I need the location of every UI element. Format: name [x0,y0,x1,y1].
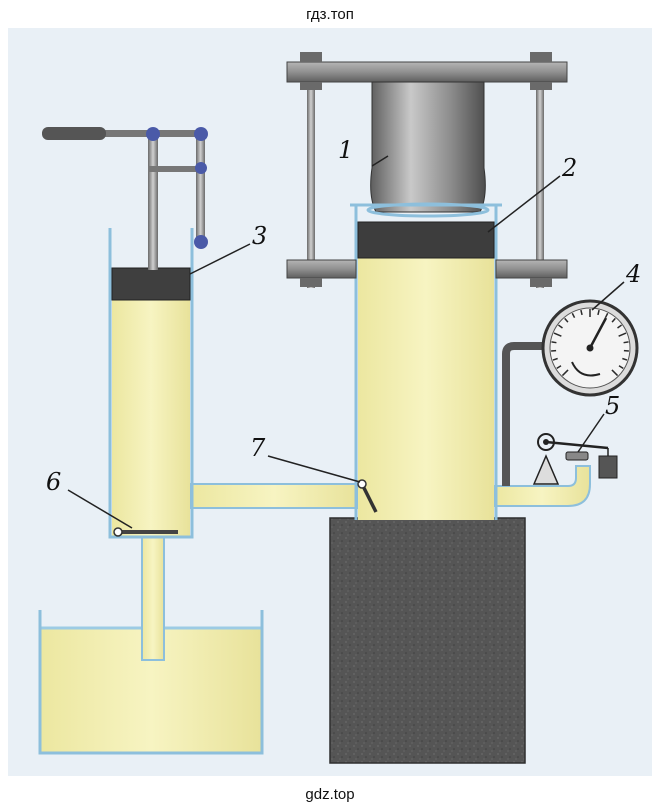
leader-6 [67,489,133,529]
press-cylinder [354,205,498,520]
gauge-tick [611,317,616,323]
outlet-valve [357,479,378,513]
leader-7 [267,455,361,483]
gauge-tick [617,324,622,329]
gauge-tick [580,309,583,316]
gauge-tick [551,341,557,344]
valve-pipe [493,465,591,507]
lower-plate [286,259,357,279]
gauge-tick [552,357,558,361]
gauge-tick [561,369,569,377]
connecting-pipe [189,483,359,509]
nut [300,52,322,62]
gauge-needle [588,317,608,349]
lever-joint [146,127,160,141]
pressed-body [370,81,486,213]
valve-weight [598,455,618,479]
platform-piston [357,221,495,259]
label-5: 5 [605,392,620,420]
label-7: 7 [250,434,266,462]
pump-piston [111,267,191,301]
gauge-tick [611,369,619,377]
lever-joint [194,235,208,249]
leader-3 [189,243,251,275]
lever-joint [194,127,208,141]
gauge-tick [558,324,563,329]
gauge-tick [604,312,609,319]
gauge-tick [556,365,562,370]
pedestal [329,517,526,764]
watermark-bottom: gdz.top [305,786,355,803]
gauge-tick [622,357,628,361]
gauge-tick [564,317,569,323]
pump-cylinder [108,228,194,539]
frame-rod [536,62,544,288]
suction-pipe [141,535,165,661]
leader-4 [591,281,625,311]
label-2: 2 [561,154,577,182]
gauge-scale [551,309,629,377]
gauge-tick [623,341,629,344]
frame-rod [307,62,315,288]
safety-valve [532,433,618,485]
gauge-tube [502,342,546,486]
top-plate [286,61,568,83]
watermark-top: гдз.топ [306,6,354,23]
nut [300,278,322,287]
nut [530,52,552,62]
label-4: 4 [625,260,641,288]
nut [300,82,322,90]
label-1: 1 [338,136,353,164]
lever-handle [42,127,106,140]
leader-5 [577,413,605,453]
pump-lever [42,127,208,270]
label-3: 3 [252,222,267,250]
gauge-tick [597,309,600,316]
gauge-tick [618,332,627,337]
nut [530,278,552,287]
leader-2 [487,175,561,233]
lever-joint [195,162,207,174]
gauge-tick [553,332,562,337]
gauge-tick [618,365,624,370]
label-6: 6 [46,468,61,496]
nut [530,82,552,90]
pressure-gauge [541,299,639,397]
gauge-tick [571,312,576,319]
inlet-valve [113,527,178,537]
lower-plate [495,259,568,279]
leader-1 [371,155,389,167]
